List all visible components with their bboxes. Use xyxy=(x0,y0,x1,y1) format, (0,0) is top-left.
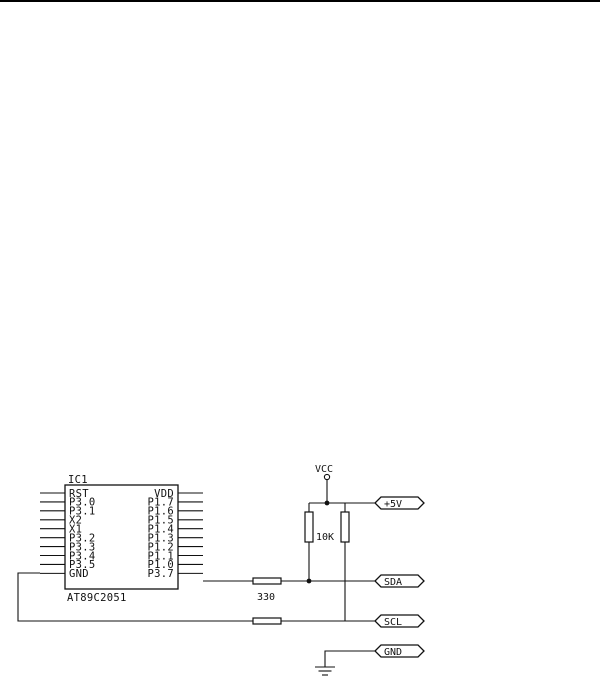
sda-pullup-resistor xyxy=(304,511,314,543)
vcc-terminal xyxy=(323,473,331,481)
ic-right-pin-label: P1.4 xyxy=(148,524,175,536)
ic-left-pin-label: X1 xyxy=(69,524,82,536)
ic-left-pin-label: GND xyxy=(69,568,89,580)
ic-left-pin-label: RST xyxy=(69,488,89,500)
vcc-label: VCC xyxy=(315,464,333,475)
ic-right-pin-label: P1.3 xyxy=(148,532,175,544)
gnd-connector-label: GND xyxy=(384,647,402,658)
ic-right-pin-label: P1.2 xyxy=(148,541,175,553)
ic-left-pin-label: P3.4 xyxy=(69,550,96,562)
sda-connector-label: SDA xyxy=(384,577,402,588)
ic-right-pin-label: P1.6 xyxy=(148,506,175,518)
scl-connector xyxy=(374,614,425,628)
ic-part-number: AT89C2051 xyxy=(67,592,127,604)
ic-left-pin-label: P3.2 xyxy=(69,532,96,544)
series-resistor-value: 330 xyxy=(257,592,275,603)
v5-connector xyxy=(374,496,425,510)
ic-left-pin-label: P3.1 xyxy=(69,506,96,518)
ic-left-pin-label: P3.0 xyxy=(69,497,96,509)
ic-left-pin-label: P3.5 xyxy=(69,559,96,571)
scl-pullup-resistor xyxy=(340,511,350,543)
scl-series-resistor xyxy=(252,617,282,625)
gnd-connector xyxy=(374,644,425,658)
pullup-resistor-value: 10K xyxy=(316,532,334,543)
ic-reference: IC1 xyxy=(68,474,88,486)
ic-right-pin-label: P3.7 xyxy=(148,568,175,580)
gnd-wire xyxy=(324,650,375,667)
ic-left-pin-label: P3.3 xyxy=(69,541,96,553)
sda-series-resistor xyxy=(252,577,282,585)
v5-connector-label: +5V xyxy=(384,499,402,510)
ic-right-pin-label: P1.7 xyxy=(148,497,175,509)
p35-scl-wire xyxy=(17,572,253,622)
ic-right-pin-label: P1.0 xyxy=(148,559,175,571)
ic-right-pin-label: VDD xyxy=(154,488,174,500)
scl-connector-label: SCL xyxy=(384,617,402,628)
ic-right-pin-label: P1.5 xyxy=(148,515,175,527)
vcc-junction xyxy=(324,500,330,506)
sda-connector xyxy=(374,574,425,588)
ic-left-pin-label: X2 xyxy=(69,515,82,527)
ic-right-pin-label: P1.1 xyxy=(148,550,175,562)
ic-body xyxy=(64,484,179,590)
sda-junction xyxy=(306,578,312,584)
page-top-rule xyxy=(0,0,600,2)
